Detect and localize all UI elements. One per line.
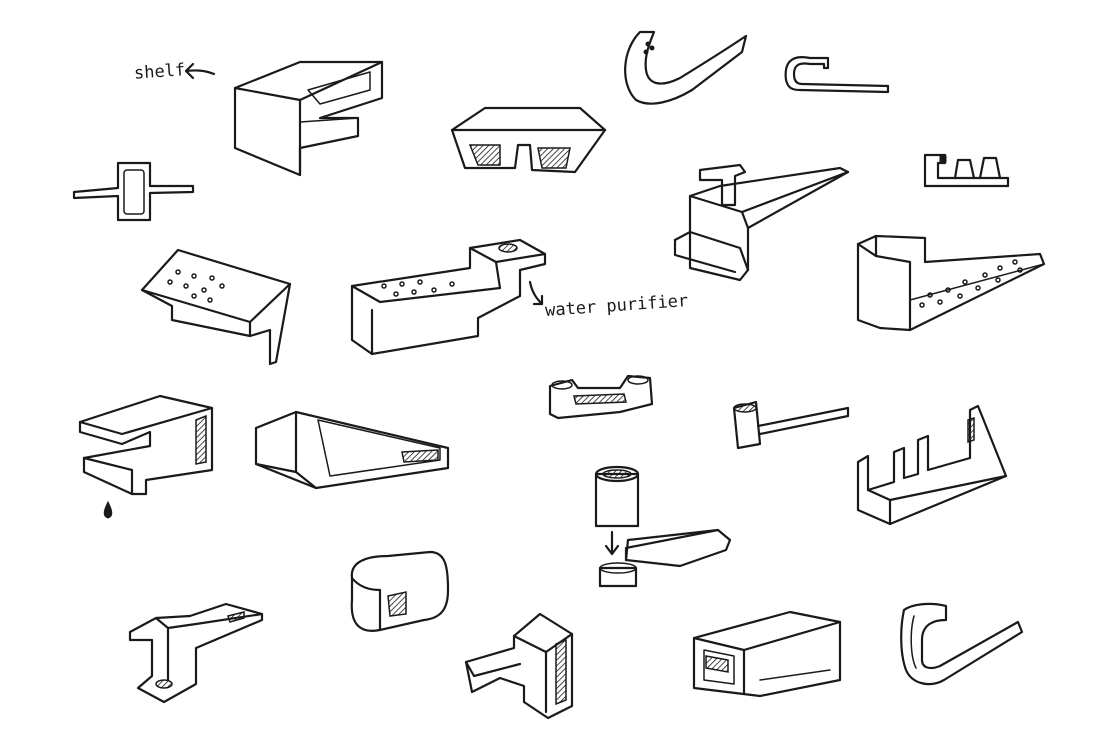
sketch-drip-shelf: [78, 394, 214, 519]
sketch-cylinder-filter: [594, 465, 732, 588]
sketch-hook-bar: [784, 56, 890, 94]
shelf-label: shelf: [133, 60, 186, 84]
water-purifier-arrow: [528, 280, 544, 306]
sketch-water-purifier-shelf: [350, 238, 547, 356]
shelf-arrow: [184, 62, 216, 80]
sketch-rounded-box: [350, 550, 450, 632]
sketch-stepped-bracket: [464, 612, 574, 720]
sketch-cup-arm: [732, 400, 850, 450]
sketch-cup-rack: [923, 153, 1010, 188]
sketch-tap-stand: [673, 163, 850, 282]
sketch-handle-tray: [548, 374, 654, 420]
sketch-divided-rack: [856, 404, 1008, 526]
sketch-curved-scoop: [624, 30, 748, 105]
sketch-dotted-sloped-shelf: [140, 248, 292, 366]
sketch-cross-bracket: [72, 161, 195, 222]
sketch-dotted-tray: [856, 234, 1046, 332]
sketch-shelf-box: [233, 60, 384, 177]
sketch-c-hook-tray: [900, 602, 1024, 686]
sketch-double-cup-holder: [450, 106, 607, 174]
sketch-rect-channel: [692, 610, 842, 698]
sketch-long-trough: [254, 410, 450, 490]
sketch-clip-bracket: [128, 602, 264, 704]
